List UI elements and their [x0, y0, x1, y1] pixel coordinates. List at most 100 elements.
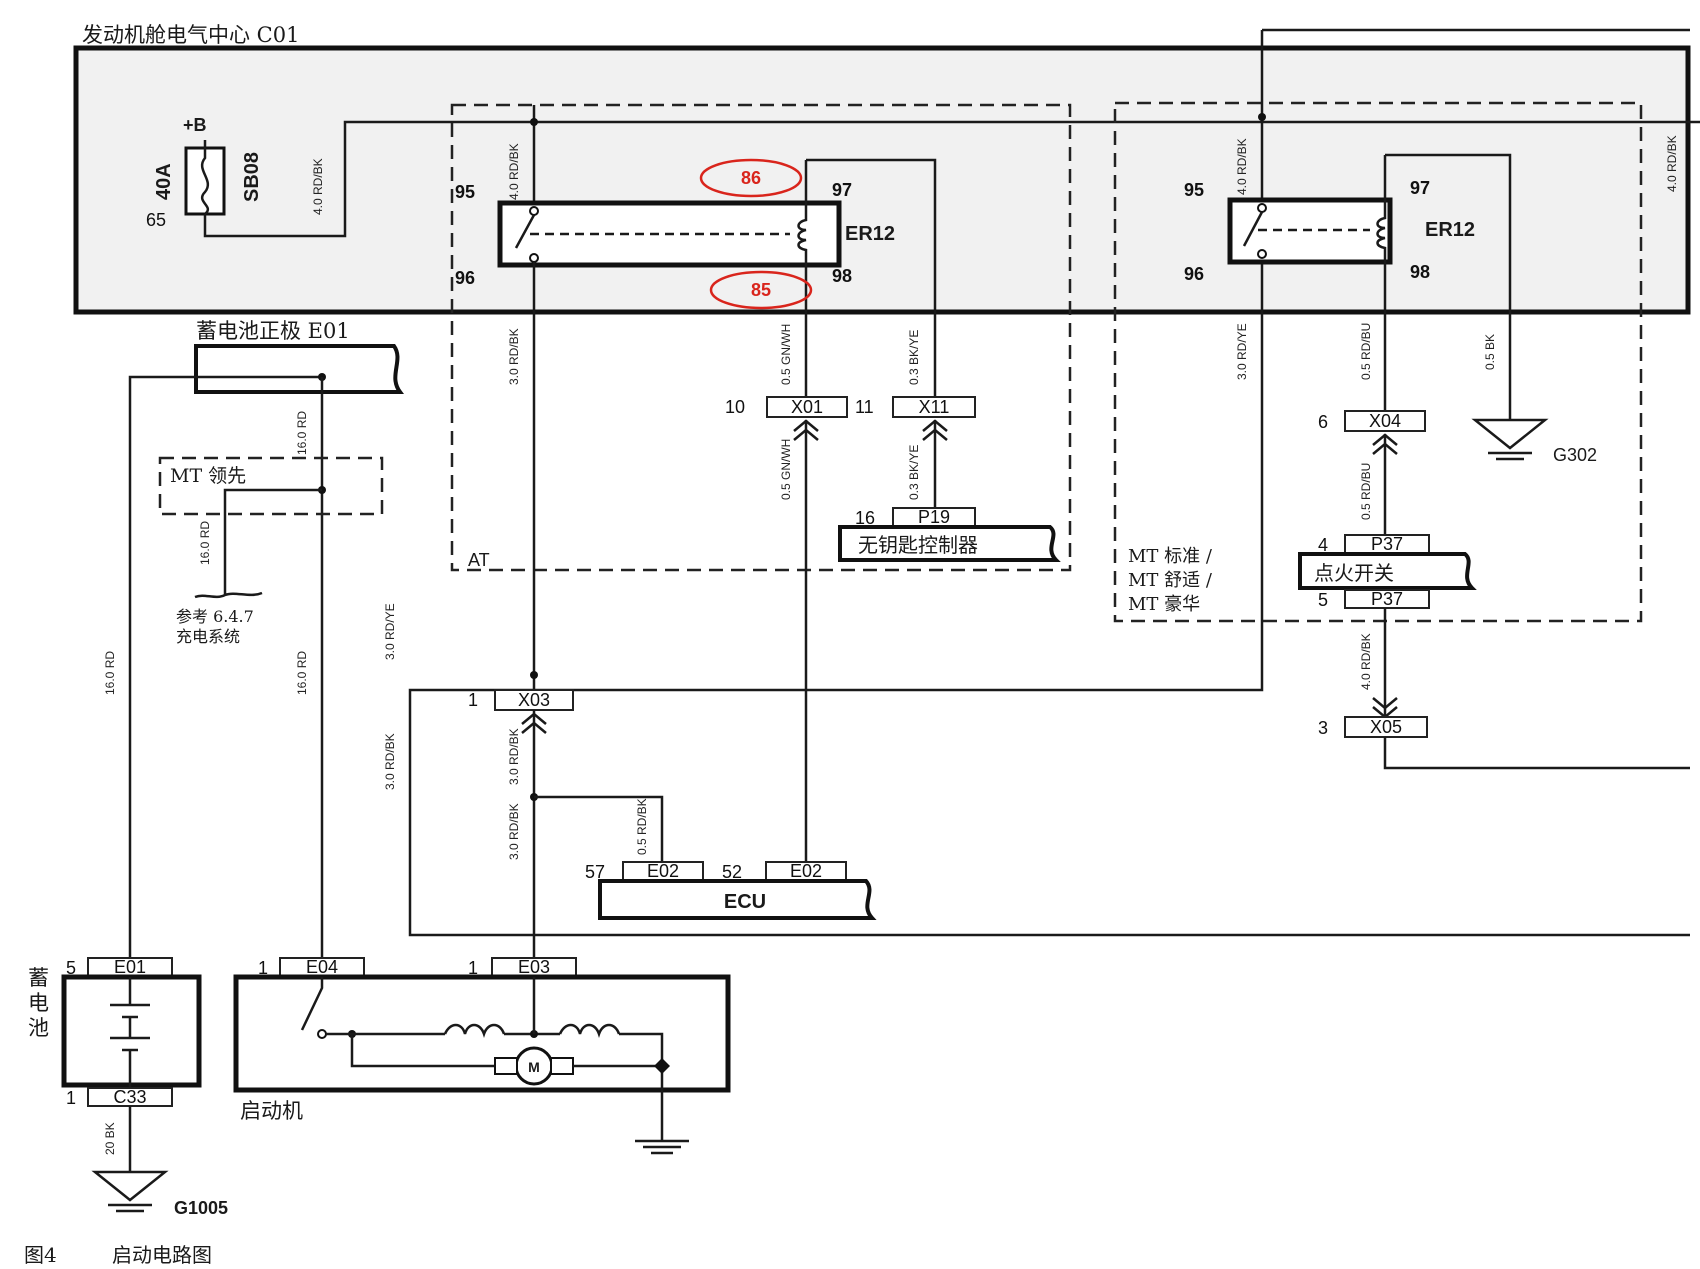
- relay-mt-wire-98: 0.5 RD/BU: [1359, 323, 1373, 380]
- connector-e01-name: E01: [114, 957, 146, 977]
- battery-label-2: 电: [28, 991, 49, 1015]
- marker-85-circle: [709, 270, 813, 310]
- mt-region-box: [1113, 101, 1643, 623]
- relay-mt-pin-98: 98: [1410, 262, 1430, 282]
- relay-er12-mt: ER12 95 96 97 98 4.0 RD/BK 3.0 RD/YE 0.5…: [1184, 113, 1679, 420]
- starter-feed-wire: 16.0 RD: [295, 651, 309, 695]
- figure-title: 启动电路图: [112, 1243, 212, 1267]
- connector-e02b-pin: 52: [722, 862, 742, 882]
- starter-ctrl-wire-a: 3.0 RD/YE: [383, 603, 397, 660]
- connector-x01-pin: 10: [725, 397, 745, 417]
- ignition-switch: P37 4 点火开关 P37 5 4.0 RD/BK: [1298, 534, 1477, 727]
- starter-label: 启动机: [240, 1099, 303, 1123]
- connector-x11-name: X11: [919, 397, 950, 417]
- connector-x03-pin: 1: [468, 690, 478, 710]
- connector-x03-wire-b: 3.0 RD/BK: [507, 803, 521, 860]
- connector-x03-name: X03: [518, 690, 550, 710]
- connector-p37a-pin: 4: [1318, 535, 1328, 555]
- ground-g302-label: G302: [1553, 445, 1597, 465]
- relay-mt-pin-95: 95: [1184, 180, 1204, 200]
- starter-ctrl-wire-b: 3.0 RD/BK: [383, 733, 397, 790]
- relay-mt-name: ER12: [1425, 219, 1475, 241]
- connector-p37b-pin: 5: [1318, 590, 1328, 610]
- mt-region-line-2: MT 舒适 /: [1128, 570, 1213, 591]
- connector-x01-wire: 0.5 GN/WH: [779, 439, 793, 500]
- relay-mt-wire-96: 3.0 RD/YE: [1235, 323, 1249, 380]
- battery-ground-wire: 20 BK: [103, 1122, 117, 1155]
- battery-feed-wire: 16.0 RD: [103, 651, 117, 695]
- relay-mt-wire-95: 4.0 RD/BK: [1235, 138, 1249, 195]
- at-region-box: [450, 103, 1072, 572]
- mt-lead-label: MT 领先: [170, 465, 246, 487]
- connector-c33-name: C33: [113, 1087, 146, 1107]
- battery-label-3: 池: [28, 1016, 49, 1040]
- fuse-name-label: SB08: [241, 152, 263, 202]
- battery-positive-label: 蓄电池正极 E01: [196, 319, 350, 343]
- connector-p37b-name: P37: [1371, 589, 1403, 609]
- ecu-label: ECU: [724, 891, 766, 913]
- battery-label-1: 蓄: [28, 966, 49, 990]
- connector-e04-pin: 1: [258, 958, 268, 978]
- connector-x04-wire: 0.5 RD/BU: [1359, 463, 1373, 520]
- ground-g1005-label: G1005: [174, 1198, 228, 1218]
- mt-lead-wire-a: 16.0 RD: [295, 411, 309, 455]
- engine-bay-title: 发动机舱电气中心 C01: [82, 23, 299, 47]
- fuse-supply-label: +B: [183, 115, 207, 135]
- figure-number: 图4: [24, 1243, 57, 1267]
- connector-e01-pin: 5: [66, 958, 76, 978]
- connector-e02a-pin: 57: [585, 862, 605, 882]
- relay-at-wire-95: 4.0 RD/BK: [507, 143, 521, 200]
- relay-at-name: ER12: [845, 223, 895, 245]
- relay-er12-at: ER12 95 96 97 98 86 85 4.0 RD/BK 3.0 RD/…: [455, 105, 937, 700]
- connector-x04-name: X04: [1369, 411, 1401, 431]
- connector-x05-pin: 3: [1318, 718, 1328, 738]
- marker-85: 85: [751, 280, 771, 300]
- starter-motor: E04 1 E03 1 M 启动机: [233, 957, 731, 1155]
- connector-x11: X11 11 0.3 BK/YE: [855, 396, 976, 508]
- keyless-controller: P19 16 无钥匙控制器: [838, 507, 1061, 562]
- fuse-pin-65: 65: [146, 210, 166, 230]
- keyless-controller-label: 无钥匙控制器: [858, 533, 978, 557]
- at-region-label: AT: [468, 550, 490, 570]
- fuse-sb08: +B 40A SB08 65 4.0 RD/BK: [146, 115, 1700, 238]
- mt-region-line-1: MT 标准 /: [1128, 546, 1213, 567]
- mt-lead-ref-2: 充电系统: [176, 627, 240, 646]
- connector-x04-pin: 6: [1318, 412, 1328, 432]
- connector-x03: X03 1 3.0 RD/BK 3.0 RD/BK: [468, 671, 664, 960]
- ignition-switch-label: 点火开关: [1314, 561, 1394, 585]
- mt-lead-ref-1: 参考 6.4.7: [176, 607, 254, 626]
- connector-x04: X04 6 0.5 RD/BU: [1318, 410, 1426, 535]
- relay-mt-pin-97: 97: [1410, 178, 1430, 198]
- connector-x01: X01 10 0.5 GN/WH: [725, 396, 848, 875]
- battery-positive-e01: 蓄电池正极 E01: [128, 319, 404, 960]
- connector-x03-wire-a: 3.0 RD/BK: [507, 728, 521, 785]
- fuse-rating-label: 40A: [153, 163, 175, 200]
- svg-text:M: M: [528, 1059, 540, 1075]
- connector-x11-pin: 11: [855, 397, 874, 417]
- relay-at-wire-98: 0.5 GN/WH: [779, 324, 793, 385]
- connector-x01-name: X01: [791, 397, 823, 417]
- connector-e03-name: E03: [518, 957, 550, 977]
- marker-86-circle: [699, 158, 803, 198]
- relay-mt-wire-97: 0.5 BK: [1483, 334, 1497, 370]
- ecu-module: E02 57 E02 52 ECU 0.5 RD/BK: [585, 798, 877, 920]
- connector-e02b-name: E02: [790, 861, 822, 881]
- fuse-wire-label: 4.0 RD/BK: [311, 158, 325, 215]
- relay-at-pin-96: 96: [455, 268, 475, 288]
- connector-x05-name: X05: [1370, 717, 1402, 737]
- relay-mt-wire-right: 4.0 RD/BK: [1665, 135, 1679, 192]
- relay-at-pin-97: 97: [832, 180, 852, 200]
- marker-86: 86: [741, 168, 761, 188]
- ground-g1005: G1005: [91, 1170, 228, 1218]
- relay-mt-pin-96: 96: [1184, 264, 1204, 284]
- relay-at-pin-98: 98: [832, 266, 852, 286]
- outer-loop-wire: [408, 30, 1690, 937]
- connector-e03-pin: 1: [468, 958, 478, 978]
- connector-p37b-wire: 4.0 RD/BK: [1359, 633, 1373, 690]
- mt-region-line-3: MT 豪华: [1128, 594, 1200, 615]
- connector-e04-name: E04: [306, 957, 338, 977]
- connector-x11-wire: 0.3 BK/YE: [907, 445, 921, 500]
- connector-p19-pin: 16: [855, 508, 875, 528]
- ground-g302: G302: [1471, 418, 1597, 465]
